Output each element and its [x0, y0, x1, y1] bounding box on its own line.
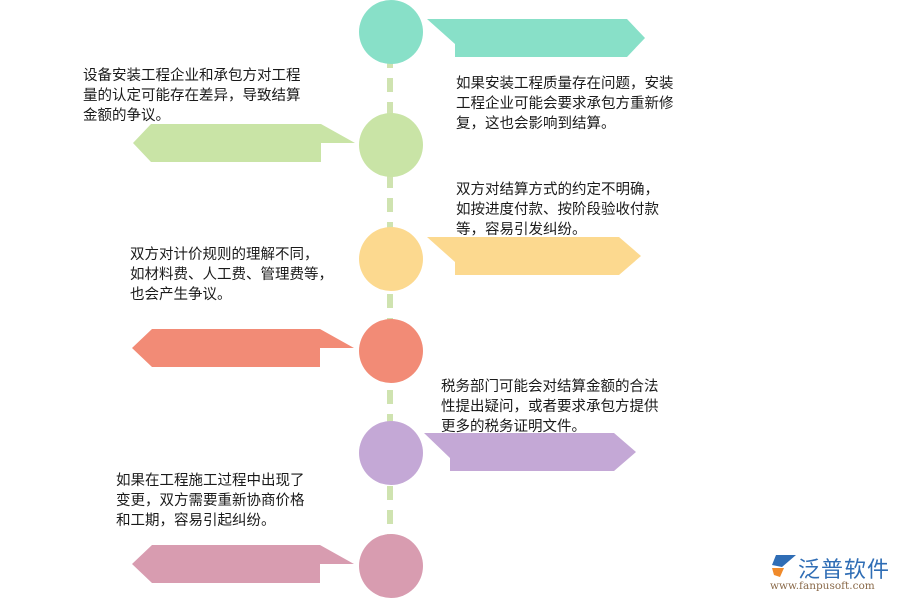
text-line: 量的认定可能存在差异，导致结算 [83, 88, 301, 104]
text-line: 如材料费、人工费、管理费等， [130, 267, 333, 283]
logo-url: www.fanpusoft.com [770, 580, 875, 592]
text-line: 金额的争议。 [83, 108, 170, 124]
item-text-6: 如果在工程施工过程中出现了 变更，双方需要重新协商价格 和工期，容易引起纠纷。 [116, 471, 366, 531]
text-line: 如果在工程施工过程中出现了 [116, 473, 305, 489]
item-text-5: 税务部门可能会对结算金额的合法 性提出疑问，或者要求承包方提供 更多的税务证明文… [441, 377, 701, 437]
arrow-banner-right-1 [427, 19, 645, 57]
timeline-node-6 [359, 534, 423, 598]
arrow-banner-left-2 [133, 124, 355, 162]
timeline-node-5 [359, 421, 423, 485]
timeline-node-1 [359, 0, 423, 64]
brand-logo: 泛普软件 www.fanpusoft.com [768, 552, 896, 598]
item-text-1: 如果安装工程质量存在问题，安装 工程企业可能会要求承包方重新修 复，这也会影响到… [456, 74, 716, 134]
text-line: 等，容易引发纠纷。 [456, 222, 587, 238]
text-line: 设备安装工程企业和承包方对工程 [83, 68, 301, 84]
arrow-banner-right-5 [424, 433, 636, 471]
text-line: 双方对计价规则的理解不同， [130, 247, 319, 263]
item-text-2: 设备安装工程企业和承包方对工程 量的认定可能存在差异，导致结算 金额的争议。 [83, 66, 363, 126]
text-line: 如按进度付款、按阶段验收付款 [456, 202, 659, 218]
timeline-node-4 [359, 319, 423, 383]
text-line: 双方对结算方式的约定不明确， [456, 182, 659, 198]
arrow-banner-right-3 [427, 237, 641, 275]
timeline-node-3 [359, 227, 423, 291]
text-line: 和工期，容易引起纠纷。 [116, 513, 276, 529]
item-text-3: 双方对结算方式的约定不明确， 如按进度付款、按阶段验收付款 等，容易引发纠纷。 [456, 180, 706, 240]
text-line: 如果安装工程质量存在问题，安装 [456, 76, 674, 92]
logo-name: 泛普软件 [798, 558, 891, 583]
text-line: 复，这也会影响到结算。 [456, 116, 616, 132]
text-line: 税务部门可能会对结算金额的合法 [441, 379, 659, 395]
fanpu-logo-icon [772, 555, 796, 577]
arrow-banner-left-4 [132, 329, 354, 367]
timeline-node-2 [359, 113, 423, 177]
arrow-banner-left-6 [132, 545, 354, 583]
text-line: 性提出疑问，或者要求承包方提供 [441, 399, 659, 415]
text-line: 也会产生争议。 [130, 287, 232, 303]
text-line: 工程企业可能会要求承包方重新修 [456, 96, 674, 112]
text-line: 更多的税务证明文件。 [441, 419, 586, 435]
text-line: 变更，双方需要重新协商价格 [116, 493, 305, 509]
item-text-4: 双方对计价规则的理解不同， 如材料费、人工费、管理费等， 也会产生争议。 [130, 245, 370, 305]
